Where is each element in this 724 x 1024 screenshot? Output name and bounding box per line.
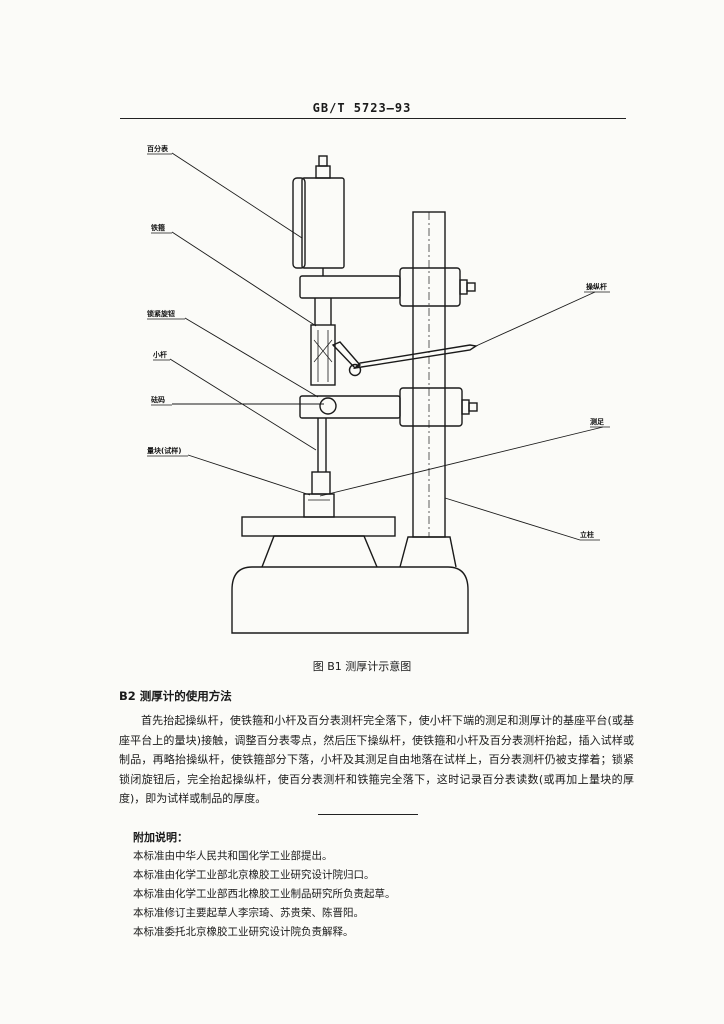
lever-pivot (348, 363, 362, 377)
platform-pedestal (261, 535, 378, 568)
label-dial-indicator: 百分表 (147, 144, 169, 153)
dial-indicator (301, 177, 345, 269)
standard-number-header: GB/T 5723—93 (312, 101, 412, 115)
label-lock-knob: 锁紧旋钮 (146, 309, 175, 318)
label-iron-ring: 铁箍 (151, 223, 165, 232)
note-item: 本标准委托北京橡胶工业研究设计院负责解释。 (133, 926, 354, 938)
table-plate (241, 516, 396, 537)
lower-collar (399, 387, 463, 427)
note-item: 本标准由化学工业部北京橡胶工业研究设计院归口。 (133, 869, 375, 881)
note-item: 本标准修订主要起草人李宗琦、苏贵荣、陈晋阳。 (133, 907, 364, 919)
measuring-foot (311, 471, 331, 495)
gauge-block (303, 493, 335, 518)
thickness-gauge-diagram: 百分表 铁箍 锁紧旋钮 小杆 砝码 量块(试样) 操纵杆 测足 立柱 (146, 144, 610, 634)
label-weight: 砝码 (151, 395, 165, 404)
label-foot: 测足 (590, 417, 605, 426)
upper-collar (399, 267, 461, 307)
base (231, 566, 469, 634)
label-column: 立柱 (580, 530, 594, 539)
figure-caption: 图 B1 测厚计示意图 (312, 660, 412, 673)
usage-paragraph: 首先抬起操纵杆，使铁箍和小杆及百分表测杆完全落下，使小杆下端的测足和测厚计的基座… (119, 714, 634, 805)
lever (331, 341, 362, 369)
lower-knob (461, 399, 470, 415)
column-pedestal (399, 536, 457, 568)
notes-title: 附加说明： (133, 831, 188, 844)
upper-arm (299, 275, 401, 299)
label-lever: 操纵杆 (586, 282, 607, 291)
note-item: 本标准由中华人民共和国化学工业部提出。 (133, 850, 333, 862)
section-title: B2 测厚计的使用方法 (119, 689, 232, 703)
note-item: 本标准由化学工业部西北橡胶工业制品研究所负责起草。 (133, 888, 396, 900)
weight (319, 397, 337, 415)
upper-knob (459, 279, 468, 295)
header-rule (120, 118, 626, 119)
dial-face (292, 177, 306, 269)
lower-arm (299, 395, 401, 419)
label-gauge-block: 量块(试样) (147, 446, 181, 455)
lock-block (310, 324, 336, 386)
label-small-rod: 小杆 (152, 350, 167, 359)
section-divider (318, 814, 418, 815)
